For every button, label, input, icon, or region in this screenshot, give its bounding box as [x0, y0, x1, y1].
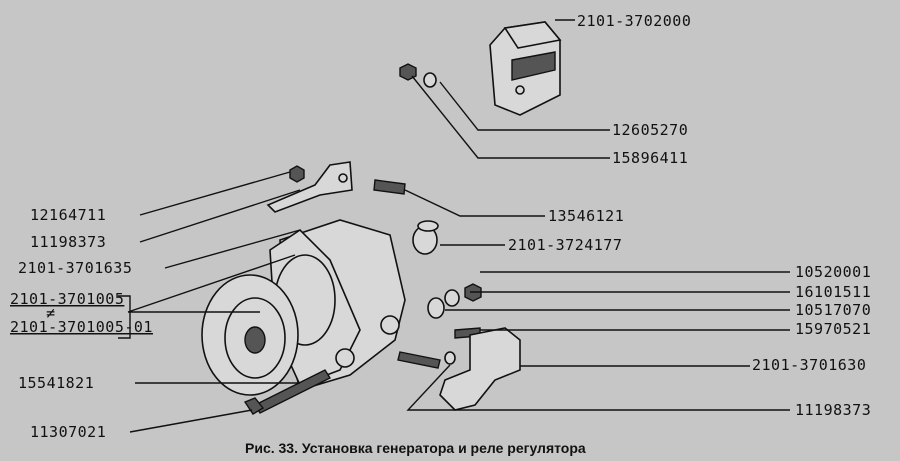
label-nut-r: 16101511 — [795, 283, 871, 301]
stud-drawing — [373, 179, 406, 195]
label-washer-r2: 10517070 — [795, 301, 871, 319]
label-stud: 13546121 — [548, 207, 624, 225]
label-alternator-sep: ≠ — [46, 304, 56, 322]
label-washer-bottom: 11198373 — [795, 401, 871, 419]
label-bushing: 2101-3724177 — [508, 236, 622, 254]
label-bolt-long: 15541821 — [18, 374, 94, 392]
alternator-drawing — [201, 219, 406, 396]
label-bracket-mount: 2101-3701630 — [752, 356, 866, 374]
label-alternator-b: 2101-3701005-01 — [10, 318, 153, 336]
label-washer-left: 11307021 — [30, 423, 106, 441]
label-washer-relay: 12605270 — [612, 121, 688, 139]
label-bracket-strap: 2101-3701635 — [18, 259, 132, 277]
label-washer-top: 11198373 — [30, 233, 106, 251]
regulator-relay-drawing — [489, 21, 562, 116]
top-bracket-drawing — [266, 161, 353, 213]
label-nut-top: 12164711 — [30, 206, 106, 224]
relay-fasteners — [399, 63, 437, 88]
label-bolt-r: 15970521 — [795, 320, 871, 338]
mount-bracket-drawing — [439, 327, 521, 411]
label-nut-relay: 15896411 — [612, 149, 688, 167]
right-fasteners-drawing — [397, 283, 482, 369]
leader-lines — [118, 19, 790, 433]
label-washer-r1: 10520001 — [795, 263, 871, 281]
figure-caption: Рис. 33. Установка генератора и реле рег… — [245, 440, 586, 456]
label-regulator-relay: 2101-3702000 — [577, 12, 691, 30]
bushing-drawing — [412, 220, 439, 255]
label-alternator-a: 2101-3701005 — [10, 290, 124, 308]
